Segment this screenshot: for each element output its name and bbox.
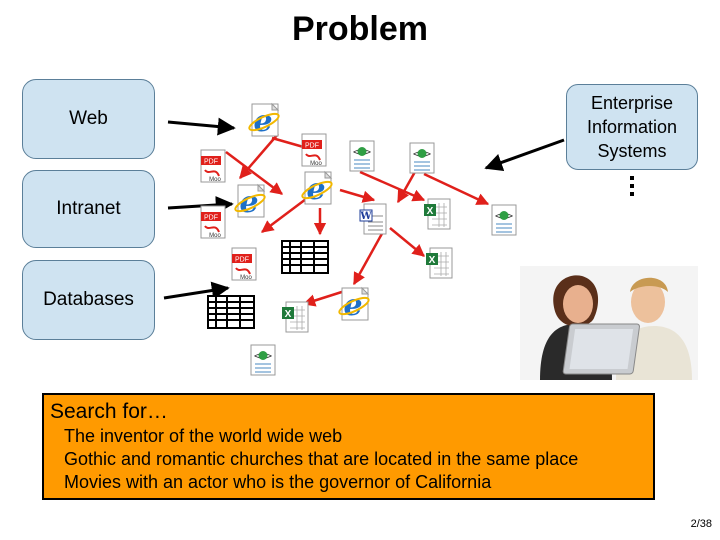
databases-arrow (163, 281, 230, 300)
page-number: 2/38 (690, 518, 712, 530)
pdf-icon (200, 205, 226, 240)
eis-arrow (484, 138, 565, 171)
document-links (225, 133, 490, 307)
xml-icon (250, 344, 276, 376)
ie-icon (232, 184, 268, 221)
pdf-icon (231, 247, 257, 282)
source-box-web: Web (22, 79, 155, 159)
vertical-ellipsis (630, 176, 636, 200)
search-example-item: The inventor of the world wide web (64, 426, 343, 446)
table-icon (281, 240, 329, 274)
excel-icon (281, 301, 309, 333)
eis-label-line-3: Systems (597, 141, 667, 161)
search-example-item: Movies with an actor who is the governor… (64, 472, 492, 492)
eis-label-line-1: Enterprise (590, 93, 674, 113)
search-examples-box: Search for… The inventor of the world wi… (42, 393, 655, 500)
intranet-arrow (167, 196, 234, 214)
source-label-intranet: Intranet (56, 198, 121, 219)
source-box-databases: Databases (22, 260, 155, 340)
source-box-intranet: Intranet (22, 170, 155, 248)
web-arrow (167, 117, 236, 136)
xml-icon (349, 140, 375, 172)
people-at-laptop-image (520, 266, 698, 380)
excel-icon (423, 198, 451, 230)
table-icon (207, 295, 255, 329)
word-icon (358, 203, 387, 235)
eis-label-line-2: Information (586, 117, 678, 137)
source-label-databases: Databases (43, 289, 134, 310)
ie-icon (246, 103, 282, 140)
enterprise-information-systems-box: Enterprise Information Systems (566, 84, 698, 170)
search-example-item: Gothic and romantic churches that are lo… (64, 449, 579, 469)
excel-icon (425, 247, 453, 279)
ie-icon (336, 287, 372, 324)
slide-title: Problem (291, 10, 429, 48)
source-label-web: Web (69, 108, 108, 129)
xml-icon (491, 204, 517, 236)
xml-icon (409, 142, 435, 174)
search-title: Search for… (50, 400, 168, 423)
pdf-icon (200, 149, 226, 184)
ie-icon (299, 171, 335, 208)
pdf-icon (301, 133, 327, 168)
